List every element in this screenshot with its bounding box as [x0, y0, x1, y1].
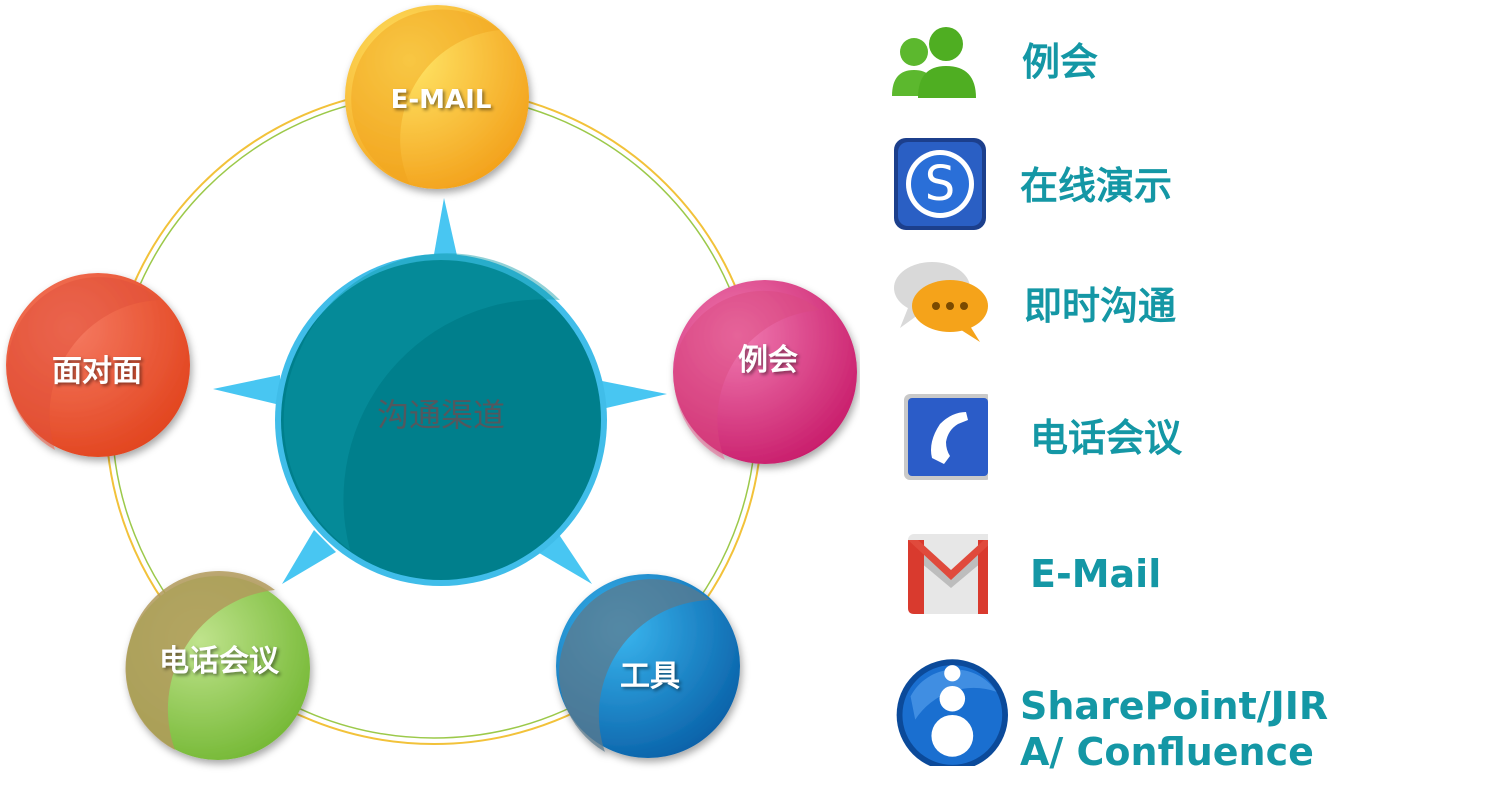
spike-bottom-left — [282, 530, 336, 584]
center-circle-highlight — [283, 253, 560, 550]
center-label: 沟通渠道 — [376, 396, 506, 434]
list-item-phone-conference: 电话会议 — [888, 390, 1488, 490]
node-phone-circle — [125, 571, 310, 760]
tools-list: 例会 S 在线演示 即时沟通 电话会议 — [888, 0, 1488, 798]
node-face-circle — [6, 273, 190, 457]
node-label-email: E-MAIL — [390, 85, 492, 115]
list-label-instant-messaging: 即时沟通 — [1024, 284, 1177, 328]
list-item-instant-messaging: 即时沟通 — [888, 256, 1488, 356]
phone-icon — [904, 394, 988, 480]
gmail-icon — [908, 534, 988, 614]
chat-bubbles-icon — [894, 262, 988, 342]
node-label-tools: 工具 — [620, 659, 680, 694]
list-item-sharepoint: SharePoint/JIR A/ Confluence — [888, 650, 1488, 780]
node-label-meeting: 例会 — [738, 343, 798, 378]
svg-text:S: S — [925, 156, 955, 212]
list-label-meeting: 例会 — [1022, 40, 1099, 84]
node-email-circle — [345, 5, 529, 189]
list-label-phone-conference: 电话会议 — [1030, 416, 1183, 460]
list-item-online-demo: S 在线演示 — [888, 134, 1488, 234]
list-label-sharepoint-line2: A/ Confluence — [1020, 730, 1314, 774]
people-icon — [892, 27, 976, 98]
list-item-email: E-Mail — [888, 526, 1488, 626]
sharepoint-icon — [896, 659, 1008, 766]
node-label-phone: 电话会议 — [159, 644, 279, 679]
spike-right — [602, 381, 667, 409]
list-item-meeting: 例会 — [888, 14, 1488, 114]
spike-top — [433, 198, 458, 260]
list-label-sharepoint-line1: SharePoint/JIR — [1020, 684, 1329, 728]
node-label-face: 面对面 — [52, 354, 142, 389]
skype-icon: S — [894, 138, 986, 230]
channel-diagram — [6, 5, 857, 760]
list-label-email: E-Mail — [1030, 552, 1162, 596]
list-label-online-demo: 在线演示 — [1020, 164, 1173, 208]
node-tools-circle — [556, 574, 740, 758]
center-circle-core — [281, 260, 601, 580]
node-meeting-circle — [673, 280, 857, 464]
spike-left — [213, 375, 280, 405]
